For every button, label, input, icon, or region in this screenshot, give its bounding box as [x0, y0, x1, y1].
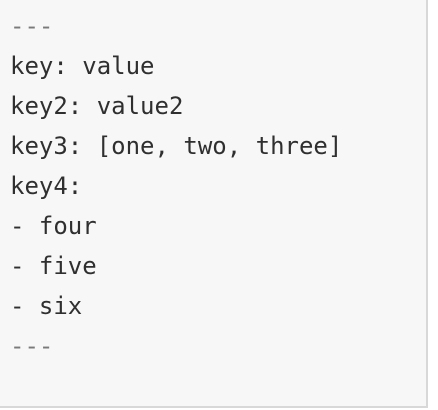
- code-line-key: key: value: [10, 52, 155, 80]
- front-matter-close-delimiter: ---: [10, 332, 54, 360]
- code-lines: --- key: value key2: value2 key3: [one, …: [10, 6, 342, 366]
- code-line-list-item-four: - four: [10, 212, 97, 240]
- code-block: --- key: value key2: value2 key3: [one, …: [0, 0, 428, 408]
- code-line-list-item-five: - five: [10, 252, 97, 280]
- code-line-list-item-six: - six: [10, 292, 83, 320]
- code-line-key3: key3: [one, two, three]: [10, 132, 343, 160]
- code-line-key4: key4:: [10, 172, 83, 200]
- front-matter-open-delimiter: ---: [10, 12, 54, 40]
- code-line-key2: key2: value2: [10, 92, 184, 120]
